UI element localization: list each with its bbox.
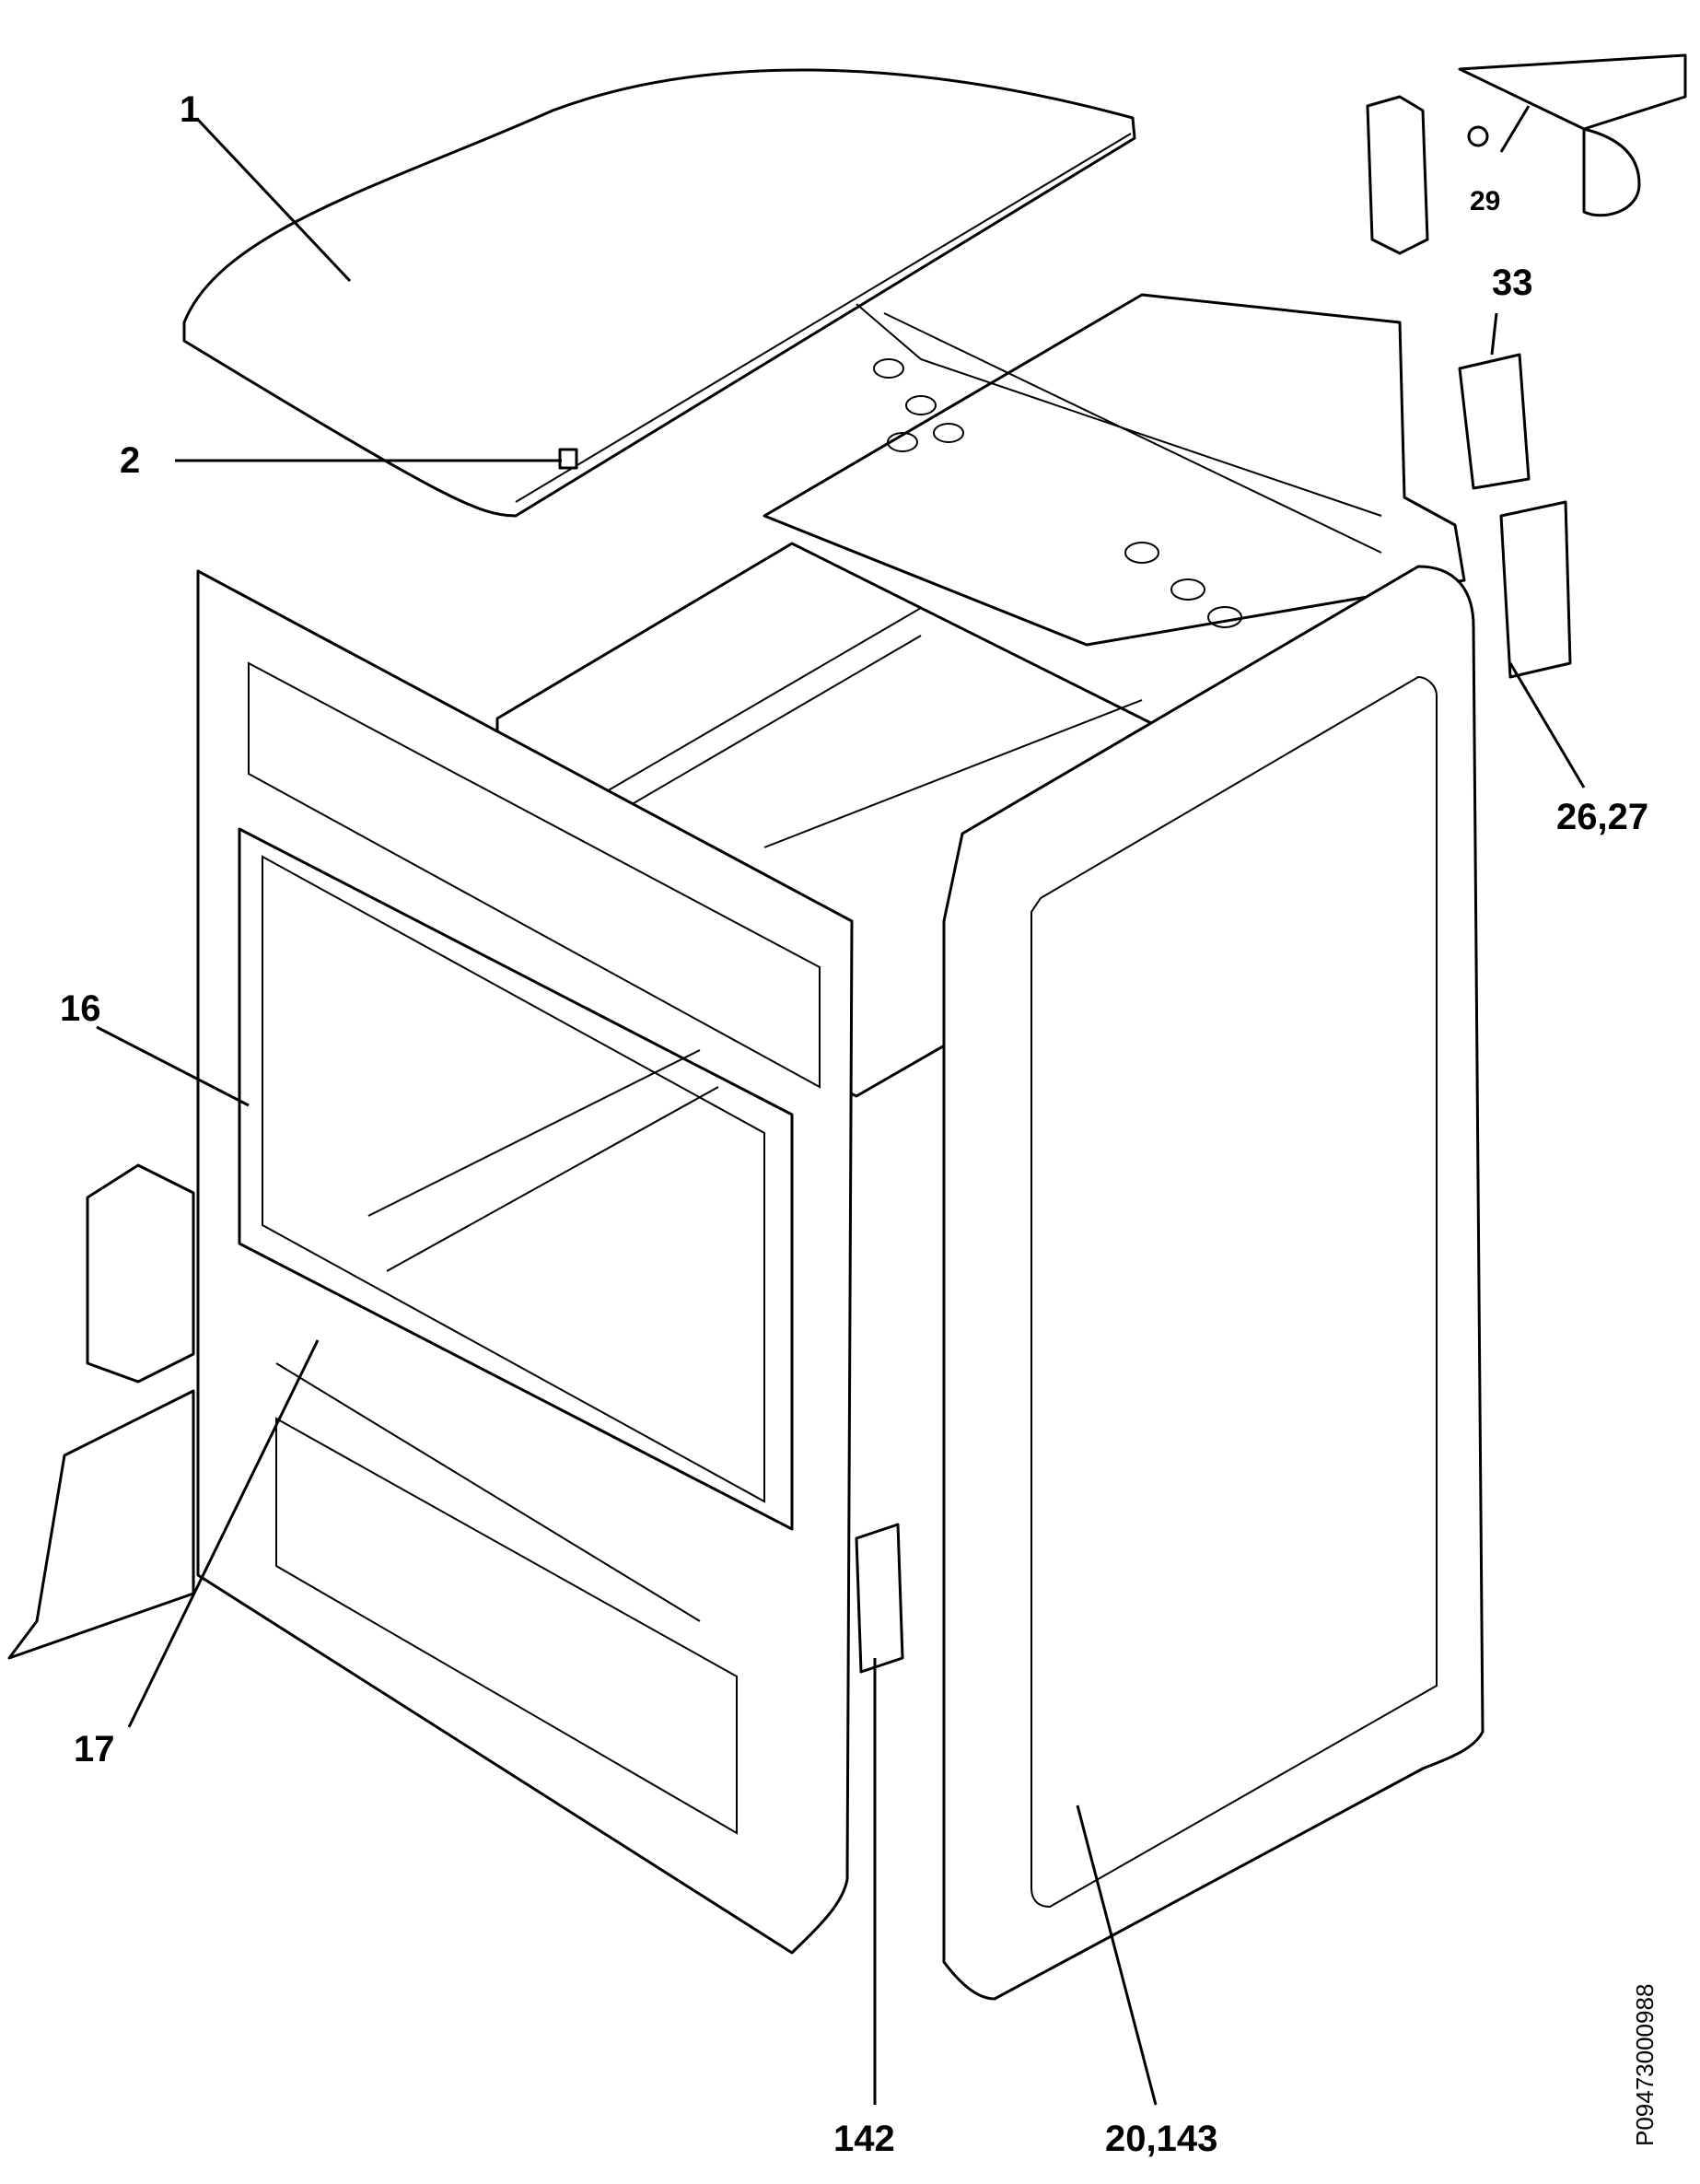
label-29: 29	[1470, 186, 1500, 216]
hinge-plate-left	[1366, 95, 1429, 255]
hinge-bracket-33	[1458, 353, 1531, 490]
label-2: 2	[120, 440, 140, 481]
label-20-143: 20,143	[1105, 2119, 1217, 2159]
label-1: 1	[180, 89, 200, 130]
leader-lines	[96, 105, 1586, 2106]
rear-housing	[763, 293, 1466, 647]
hinge-assembly	[1366, 53, 1687, 679]
label-142: 142	[833, 2119, 895, 2159]
hinge-pin	[1467, 125, 1489, 147]
left-side-bracket	[7, 1163, 195, 1660]
side-bracket-142	[855, 1523, 904, 1674]
door-panel	[942, 565, 1485, 2001]
front-frame	[196, 569, 854, 1955]
cover-clip	[558, 448, 578, 470]
hinge-bracket-26-27	[1499, 500, 1572, 679]
label-26-27: 26,27	[1556, 797, 1648, 837]
document-id: P09473000988	[1631, 1984, 1659, 2146]
label-33: 33	[1492, 263, 1533, 303]
hinge-plate-right	[1458, 53, 1687, 217]
label-17: 17	[74, 1729, 115, 1769]
top-cover	[182, 68, 1136, 518]
label-16: 16	[60, 988, 101, 1029]
